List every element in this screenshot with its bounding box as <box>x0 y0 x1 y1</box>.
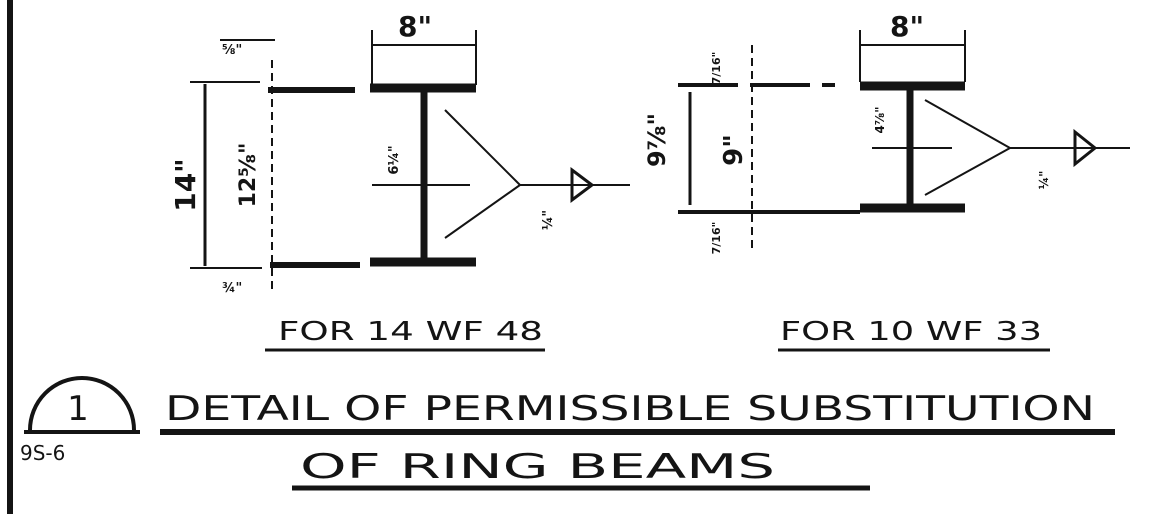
right-top-offset: 7/16" <box>710 52 723 85</box>
left-top-offset: ⅝" <box>222 43 242 58</box>
left-weld-symbol <box>570 167 595 203</box>
title-line-2: OF RING BEAMS <box>300 447 775 487</box>
left-leader-down <box>444 184 521 239</box>
left-leader-up <box>444 109 521 186</box>
right-top-width: 8" <box>890 10 924 43</box>
right-clear-depth: 9" <box>719 134 749 166</box>
title-line-1: DETAIL OF PERMISSIBLE SUBSTITUTION <box>165 389 1095 429</box>
detail-number: 1 <box>67 389 89 429</box>
right-web-mid: 4⅞" <box>873 106 887 133</box>
right-weld-size: ¼" <box>1037 171 1051 190</box>
right-caption: FOR 10 WF 33 <box>780 317 1042 347</box>
title-block: 1 9S-6 DETAIL OF PERMISSIBLE SUBSTITUTIO… <box>20 376 1115 491</box>
left-bottom-offset: ¾" <box>222 281 242 296</box>
right-leader-down <box>924 147 1011 196</box>
left-detail: 8" ⅝" ¾" 14" 12⅝" 6¼" ¼" FOR 14 WF 48 <box>169 10 630 352</box>
left-top-width: 8" <box>398 10 432 43</box>
right-weld-symbol <box>1073 128 1098 168</box>
left-clear-depth: 12⅝" <box>236 143 261 208</box>
sheet-reference: 9S-6 <box>20 441 65 465</box>
left-caption: FOR 14 WF 48 <box>278 317 543 347</box>
left-web-mid: 6¼" <box>387 145 402 174</box>
right-overall-depth: 9⅞" <box>643 113 671 167</box>
right-detail: 8" 7/16" 7/16" 9⅞" 9" 4⅞" ¼" FOR 10 WF 3… <box>643 10 1130 352</box>
left-weld-size: ¼" <box>541 210 556 230</box>
right-bottom-offset: 7/16" <box>710 222 723 255</box>
right-leader-up <box>924 99 1011 149</box>
detail-bubble <box>28 376 136 431</box>
left-overall-depth: 14" <box>169 158 202 212</box>
